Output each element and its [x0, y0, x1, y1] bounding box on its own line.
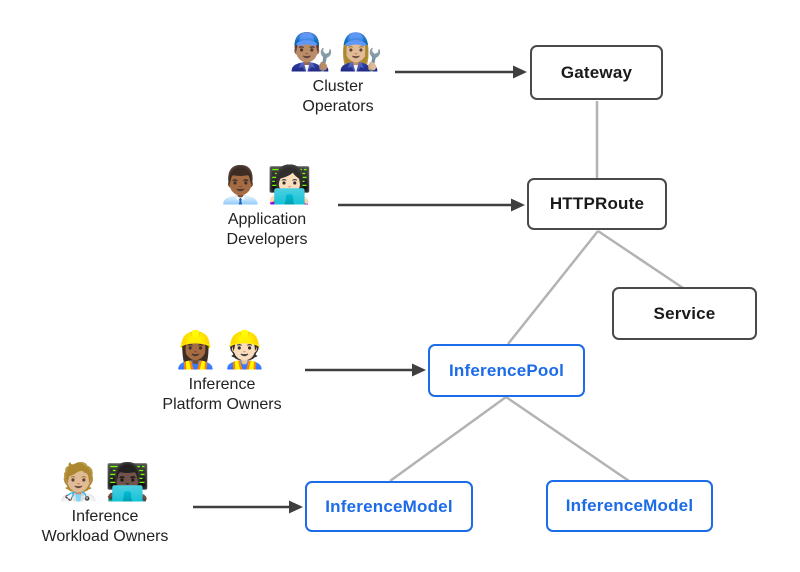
actor-label: Cluster Operators — [302, 78, 374, 115]
edge-inferencepool-inferencemodel-left — [389, 395, 507, 483]
arrow-inference-workload-owners-inferencemodel — [193, 500, 303, 514]
arrow-head-icon — [511, 198, 525, 212]
actor-label: Application Developers — [226, 211, 308, 248]
actor-application-developers: 👨🏾‍💼👩🏻‍💻 Application Developers — [177, 163, 357, 250]
arrow-application-developers-httproute — [338, 198, 525, 212]
arrow-head-icon — [412, 363, 426, 377]
arrow-inference-platform-owners-inferencepool — [305, 363, 426, 377]
node-inferencemodel-left: InferenceModel — [305, 481, 473, 532]
application-developers-emoji-icon: 👨🏾‍💼👩🏻‍💻 — [218, 164, 316, 205]
arrow-head-icon — [289, 500, 303, 514]
edge-inferencepool-inferencemodel-right — [505, 395, 630, 483]
node-inferencemodel-right: InferenceModel — [546, 480, 713, 532]
node-gateway: Gateway — [530, 45, 663, 100]
actor-inference-platform-owners: 👷🏾‍♀️👷🏻 Inference Platform Owners — [132, 328, 312, 415]
arrow-cluster-operators-gateway — [395, 65, 527, 79]
actor-inference-workload-owners: 🧑🏼‍⚕️👨🏿‍💻 Inference Workload Owners — [15, 460, 195, 547]
node-inferencepool: InferencePool — [428, 344, 585, 397]
cluster-operators-emoji-icon: 👨🏽‍🔧👩🏼‍🔧 — [289, 31, 387, 72]
inference-platform-owners-emoji-icon: 👷🏾‍♀️👷🏻 — [173, 329, 271, 370]
actor-label: Inference Platform Owners — [162, 376, 282, 413]
edge-httproute-inferencepool — [507, 230, 599, 345]
actor-cluster-operators: 👨🏽‍🔧👩🏼‍🔧 Cluster Operators — [248, 30, 428, 117]
arrow-head-icon — [513, 65, 527, 79]
node-httproute: HTTPRoute — [527, 178, 667, 230]
node-service: Service — [612, 287, 757, 340]
edge-httproute-service — [597, 229, 684, 290]
actor-label: Inference Workload Owners — [41, 508, 169, 545]
inference-workload-owners-emoji-icon: 🧑🏼‍⚕️👨🏿‍💻 — [56, 461, 154, 502]
